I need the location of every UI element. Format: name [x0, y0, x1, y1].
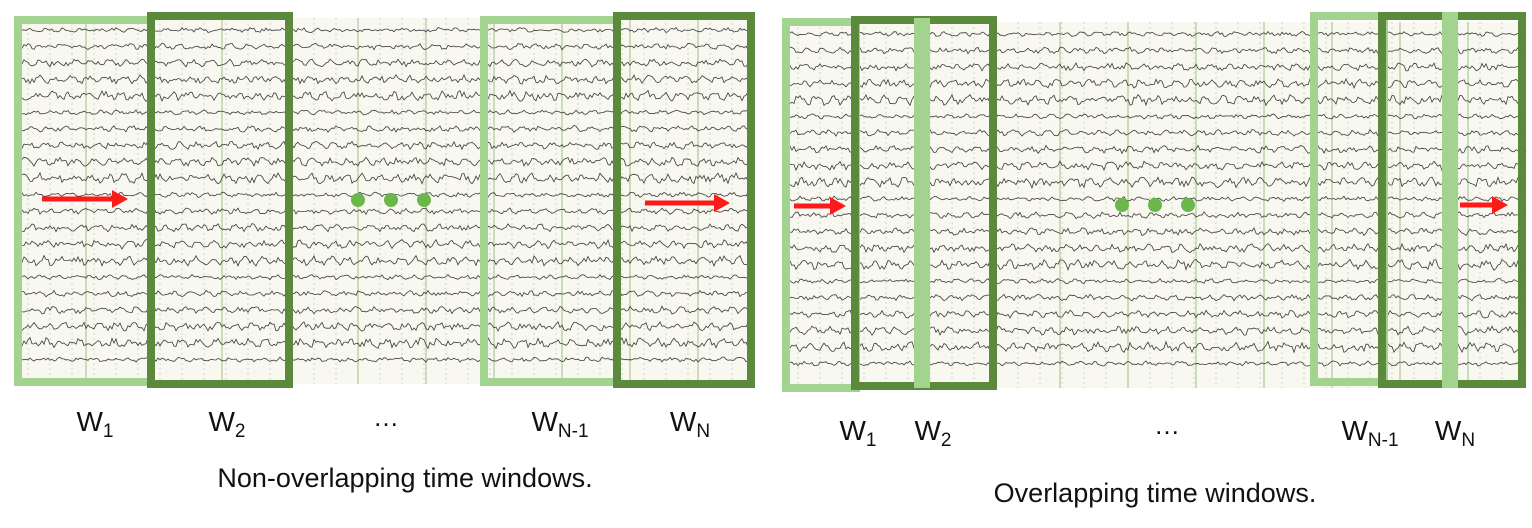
eeg-trace [15, 58, 753, 68]
window-box-w2 [147, 12, 293, 388]
eeg-trace [15, 156, 753, 167]
caption-non-overlapping: Non-overlapping time windows. [217, 463, 593, 493]
right-arrow-icon [1460, 196, 1508, 214]
window-label-wn-1: WN-1 [531, 406, 589, 442]
eeg-trace [785, 144, 1527, 155]
eeg-trace [785, 340, 1527, 354]
eeg-trace [15, 223, 753, 233]
eeg-trace [785, 258, 1527, 272]
eeg-trace [785, 293, 1527, 302]
overlapping-panel: W1 W2 … WN-1 WN Overlapping time windows… [780, 0, 1532, 528]
eeg-trace [15, 171, 753, 185]
eeg-trace [15, 320, 753, 332]
eeg-trace [785, 325, 1527, 336]
eeg-trace [15, 140, 753, 151]
eeg-trace [785, 176, 1527, 189]
non-overlapping-panel: W1 W2 … WN-1 WN Non-overlapping time win… [0, 0, 760, 528]
ellipsis-dots-icon [351, 193, 431, 207]
eeg-trace [15, 305, 753, 315]
caption-overlapping: Overlapping time windows. [993, 478, 1317, 508]
eeg-trace [785, 128, 1527, 137]
ellipsis-dots-icon [1115, 198, 1195, 212]
window-label-wn-1: WN-1 [1341, 415, 1399, 451]
eeg-trace [785, 113, 1527, 120]
eeg-trace [785, 278, 1527, 285]
eeg-trace [15, 89, 753, 103]
eeg-trace [15, 73, 753, 85]
window-label-ellipsis: … [373, 402, 399, 432]
eeg-traces [15, 26, 753, 363]
window-label-wn: WN [669, 406, 711, 442]
eeg-trace [785, 62, 1527, 72]
right-arrow-icon [794, 197, 846, 215]
right-arrow-icon [42, 190, 128, 208]
eeg-trace [15, 26, 753, 34]
window-box-wn [613, 12, 755, 388]
eeg-trace [785, 30, 1527, 37]
eeg-trace [785, 242, 1527, 254]
eeg-trace [15, 274, 753, 281]
eeg-trace [15, 207, 753, 216]
window-label-w1: W1 [839, 415, 877, 451]
eeg-traces [785, 30, 1527, 367]
eeg-chart-non-overlapping [14, 12, 755, 388]
eeg-trace [15, 42, 753, 51]
eeg-trace [15, 109, 753, 116]
eeg-trace [785, 360, 1527, 367]
window-label-w1: W1 [76, 406, 114, 442]
eeg-trace [785, 93, 1527, 107]
eeg-trace [15, 254, 753, 267]
eeg-trace [785, 227, 1527, 237]
window-label-wn: WN [1434, 415, 1476, 451]
eeg-trace [785, 46, 1527, 55]
eeg-trace [15, 356, 753, 363]
eeg-trace [15, 238, 753, 250]
eeg-trace [15, 289, 753, 298]
window-box-overlap-mark [1442, 12, 1458, 388]
eeg-trace [785, 78, 1527, 89]
right-arrow-icon [645, 194, 730, 212]
eeg-trace [15, 336, 753, 350]
window-label-w2: W2 [914, 415, 952, 451]
eeg-trace [15, 125, 753, 133]
window-label-w2: W2 [208, 406, 246, 442]
window-label-ellipsis: … [1154, 410, 1180, 440]
window-box-w2 [914, 18, 930, 388]
eeg-trace [15, 191, 753, 198]
eeg-trace [785, 309, 1526, 319]
eeg-trace [785, 160, 1527, 172]
eeg-chart-overlapping [782, 12, 1527, 392]
eeg-trace [785, 211, 1527, 220]
